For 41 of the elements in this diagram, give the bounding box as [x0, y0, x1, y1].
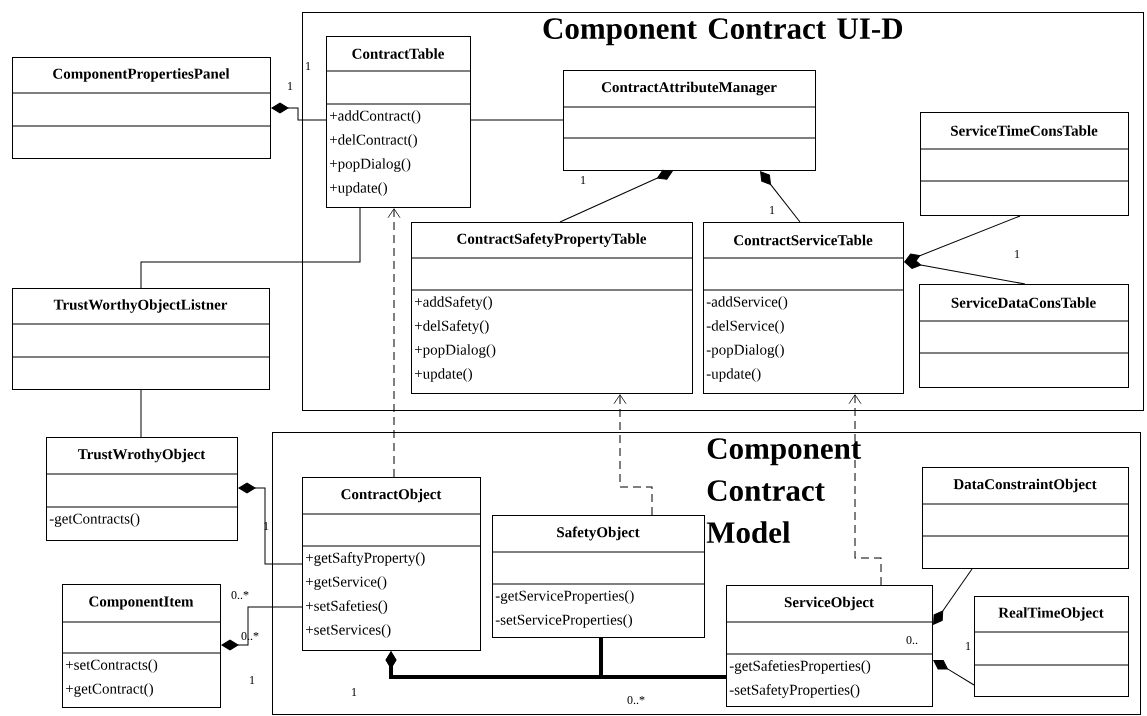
- composition-line: [904, 258, 1026, 285]
- class-box: DataConstraintObject: [921, 467, 1129, 569]
- multiplicity-label: 0..*: [627, 695, 645, 705]
- multiplicity-label: 1: [264, 522, 269, 530]
- class-box: TrustWrothyObject -getContracts(): [45, 437, 238, 541]
- class-box: ComponentItem +setContracts() +getContract(): [61, 584, 221, 708]
- multiplicity-label: 1: [966, 642, 971, 650]
- class-box: RealTimeObject: [973, 596, 1129, 697]
- class-box: ServiceTimeConsTable: [919, 112, 1129, 216]
- multiplicity-label: 1: [306, 62, 311, 70]
- composition-line: [933, 660, 975, 686]
- multiplicity-label: 1: [250, 676, 255, 684]
- class-box: ContractObject +getSaftyProperty() +getService() +setSafeties() +setServices(): [301, 477, 481, 651]
- multiplicity-label: 1: [352, 688, 357, 696]
- class-box: SafetyObject -getServiceProperties() -setServiceProperties(): [491, 515, 705, 638]
- multiplicity-label: 1: [288, 82, 293, 90]
- multiplicity-label: 1: [770, 206, 775, 214]
- multiplicity-label: 0..*: [241, 631, 259, 641]
- dashed-arrow: [387, 208, 401, 478]
- class-box: ContractAttributeManager: [562, 70, 816, 171]
- composition-line: [559, 169, 673, 223]
- class-box: TrustWorthyObjectListner: [11, 288, 270, 390]
- association-line: [140, 389, 142, 438]
- composition-line: [933, 568, 973, 625]
- composition-line: [221, 606, 303, 651]
- dashed-arrow: [613, 394, 653, 516]
- composition-line: [238, 482, 303, 565]
- multiplicity-label: 1: [1015, 250, 1020, 258]
- class-box: ComponentPropertiesPanel: [11, 57, 271, 159]
- class-box: ContractServiceTable -addService() -delService() -popDialog() -update(): [702, 222, 904, 394]
- association-line: [140, 207, 361, 289]
- class-box: ContractTable +addContract() +delContract() +popDialog() +update(): [325, 36, 471, 208]
- association-line: [470, 119, 564, 121]
- multiplicity-label: 0..*: [231, 590, 249, 600]
- multiplicity-label: 0..: [906, 635, 918, 645]
- dashed-arrow: [848, 394, 882, 586]
- class-box: ServiceDataConsTable: [918, 284, 1129, 388]
- composition-line: [760, 171, 801, 223]
- class-box: ContractSafetyPropertyTable +addSafety() +delSafety() +popDialog() +update(): [410, 222, 693, 394]
- composition-line: [385, 638, 603, 679]
- composition-line: [271, 102, 327, 121]
